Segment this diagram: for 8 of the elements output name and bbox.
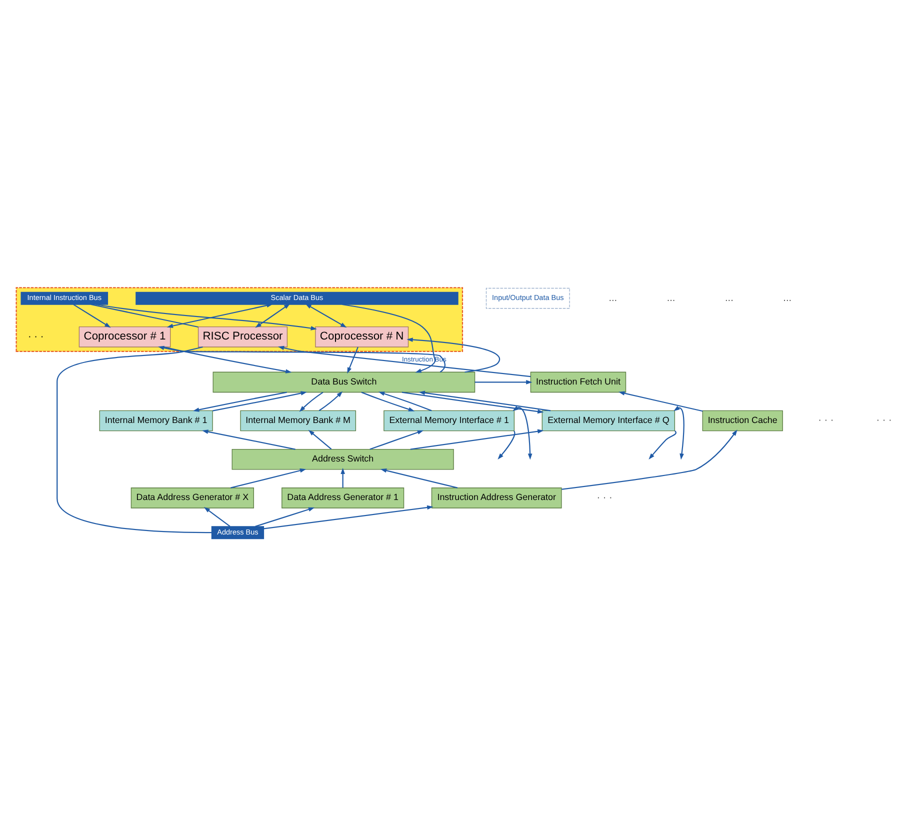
label: · · ·	[28, 330, 44, 342]
label: ...	[608, 292, 617, 304]
label: · · ·	[876, 414, 892, 426]
label: · · ·	[596, 492, 612, 503]
label: ...	[666, 292, 675, 304]
label: · · ·	[818, 414, 834, 426]
label: ...	[724, 292, 733, 304]
label: ...	[782, 292, 792, 304]
